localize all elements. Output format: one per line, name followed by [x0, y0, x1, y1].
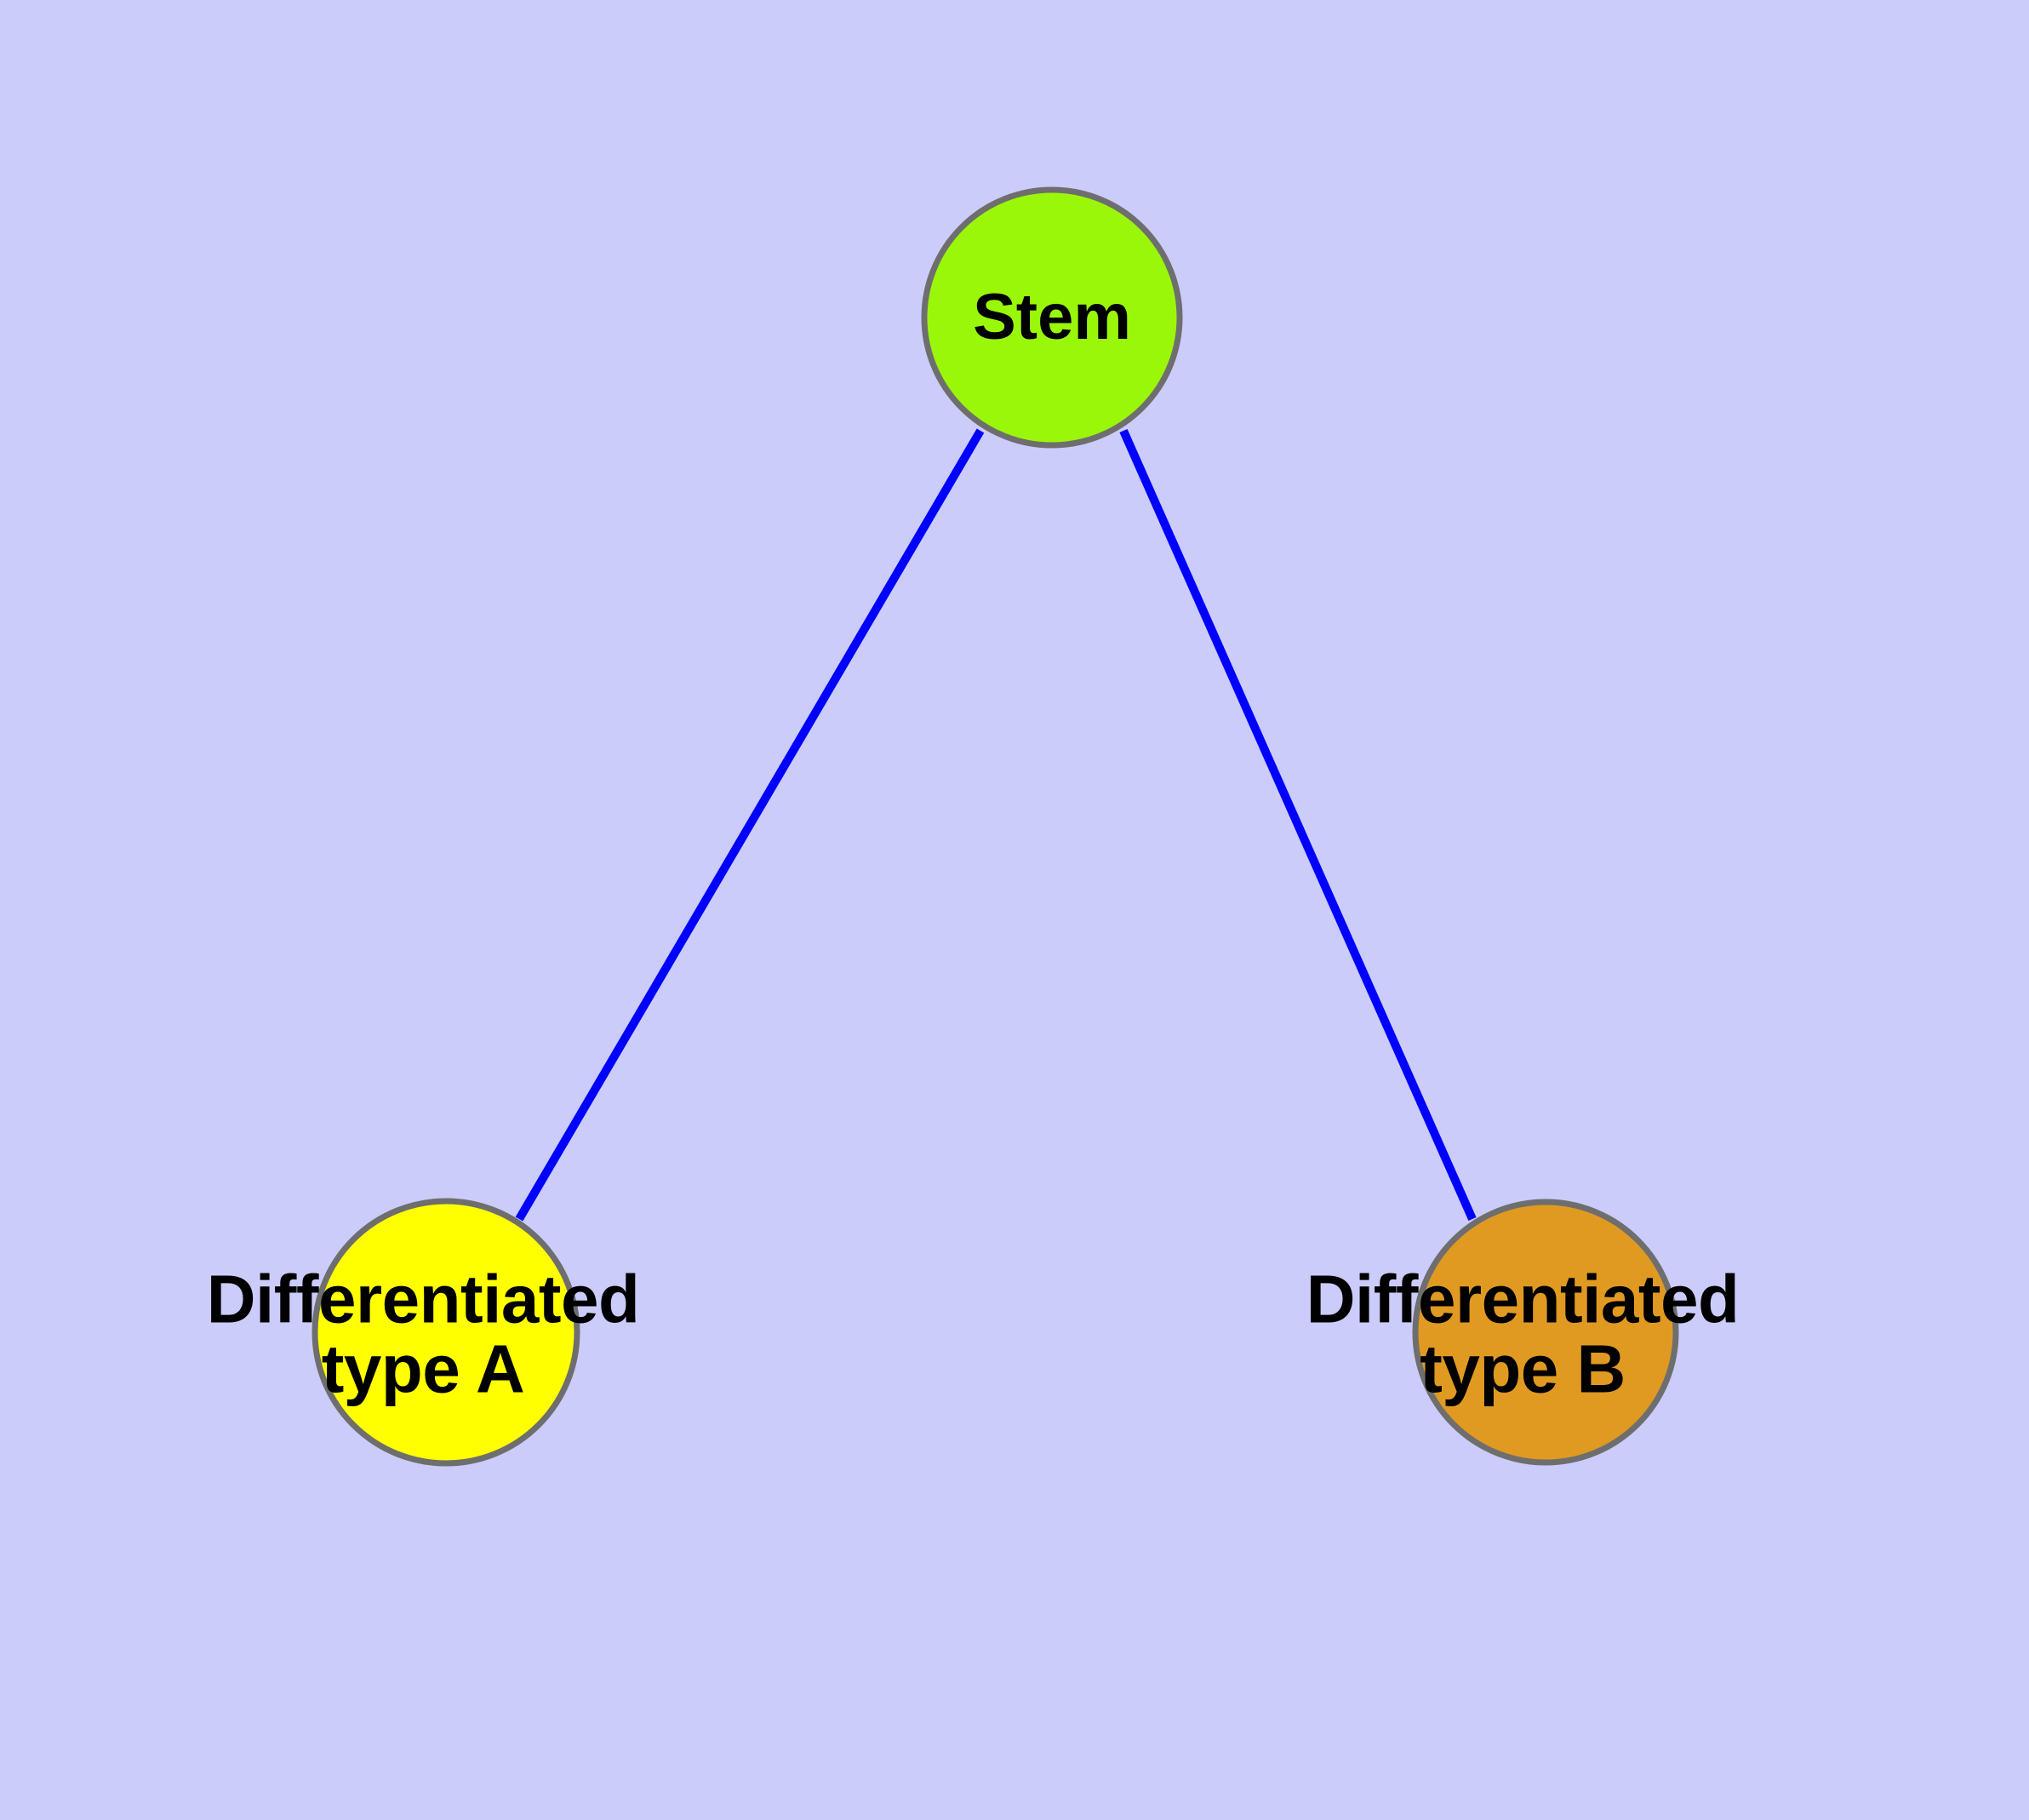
edge-layer: [515, 428, 1477, 1222]
edge-stem-to-diff-a: [515, 428, 985, 1222]
node-circle-diff-b[interactable]: [1412, 1199, 1679, 1466]
edge-stem-to-diff-b: [1119, 428, 1477, 1222]
node-layer: [311, 186, 1679, 1467]
node-circle-stem[interactable]: [921, 186, 1183, 449]
node-circle-diff-a[interactable]: [311, 1198, 580, 1467]
